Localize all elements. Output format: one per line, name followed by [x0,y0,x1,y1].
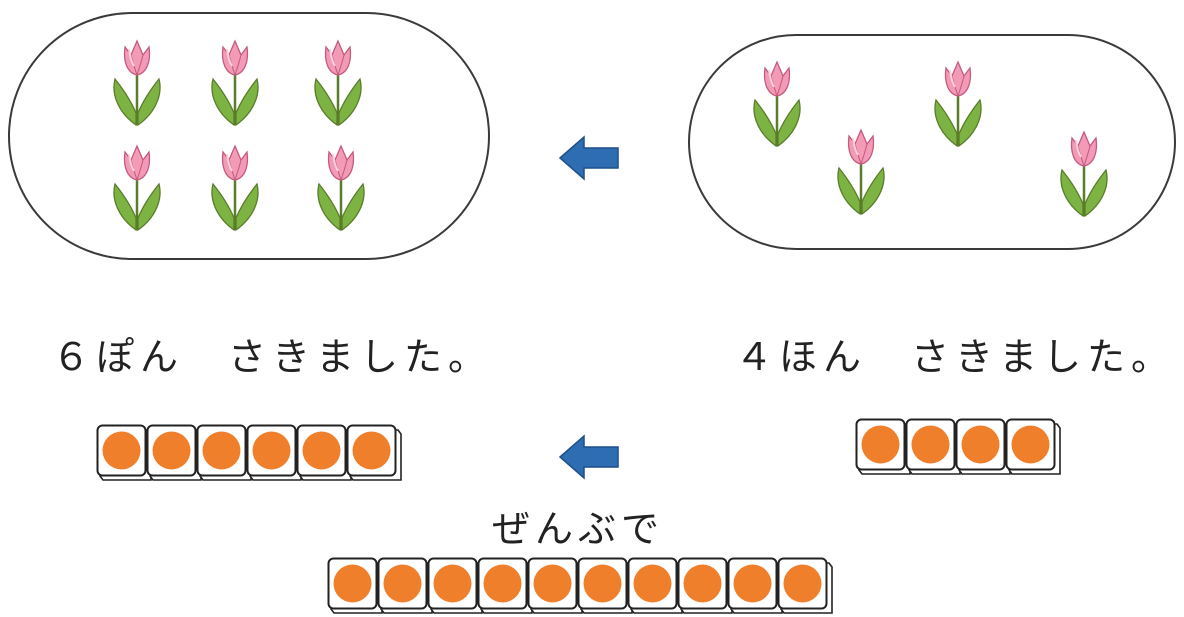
counter-block-icon [327,557,383,614]
tulip-icon [310,33,366,129]
counter-block-icon [955,418,1011,475]
tulip-icon [833,122,889,218]
counter-block-icon [296,424,352,481]
counter-block-icon [677,557,733,614]
counter-block-icon [96,424,152,481]
counter-block-icon [146,424,202,481]
tulip-icon [313,138,369,234]
left-count-caption: ６ぽん さきました。 [52,335,493,379]
counter-block-icon [1005,418,1061,475]
counter-block-icon [627,557,683,614]
counter-block-icon [196,424,252,481]
counter-block-icon [377,557,433,614]
counter-block-icon [427,557,483,614]
counter-block-icon [346,424,402,481]
tulip-icon [109,138,165,234]
counter-block-icon [527,557,583,614]
left-tulip-group [8,12,490,260]
tulip-icon [207,33,263,129]
tulip-icon [749,54,805,150]
counter-block-icon [727,557,783,614]
tulip-icon [109,33,165,129]
right-count-caption: ４ほん さきました。 [735,335,1176,379]
tulip-icon [930,54,986,150]
counter-block-icon [777,557,833,614]
counter-block-icon [905,418,961,475]
tulip-icon [1056,124,1112,220]
counter-row-six [96,424,402,481]
total-caption: ぜんぶで [492,507,665,551]
left-arrow-icon [558,434,619,480]
counter-block-icon [477,557,533,614]
left-arrow-icon [558,135,619,181]
counter-row-four [855,418,1061,475]
counter-block-icon [577,557,633,614]
tulip-icon [207,138,263,234]
counter-block-icon [855,418,911,475]
counter-row-ten [327,557,833,614]
counter-block-icon [246,424,302,481]
